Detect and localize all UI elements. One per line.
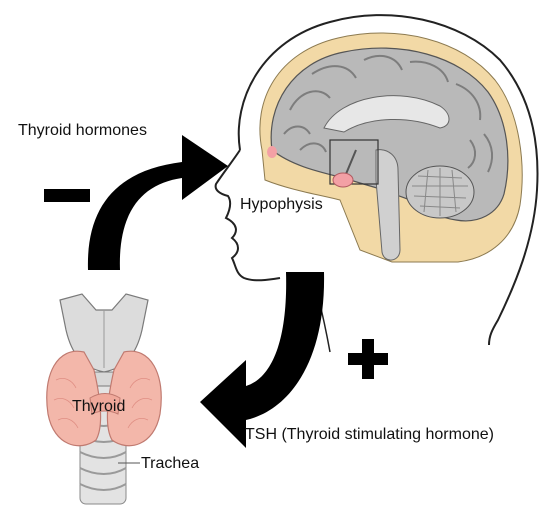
face-profile	[214, 149, 281, 282]
head-illustration	[214, 14, 539, 353]
stimulation-arrow	[200, 272, 325, 448]
thyroid-hormones-label: Thyroid hormones	[18, 122, 147, 139]
thyroid-texture	[53, 378, 153, 429]
brainstem	[375, 149, 401, 261]
tsh-label: TSH (Thyroid stimulating hormone)	[245, 426, 494, 443]
thyroid-illustration	[46, 293, 162, 505]
trachea-label: Trachea	[141, 455, 200, 472]
inhibition-arrow	[87, 135, 228, 270]
brain-gyri	[283, 54, 494, 173]
frontal-sinus-dot	[267, 146, 277, 158]
plus-sign	[348, 339, 388, 379]
thyroid-label: Thyroid	[72, 398, 126, 415]
head-outline	[237, 14, 539, 346]
hypophysis-gland	[332, 172, 354, 188]
thyroid-isthmus	[89, 393, 121, 415]
hypophysis-box	[329, 139, 379, 185]
hypophysis-label: Hypophysis	[240, 196, 323, 213]
pituitary-stalk	[345, 149, 357, 175]
corpus-callosum	[323, 95, 450, 133]
cerebellum	[405, 165, 475, 219]
minus-sign	[44, 189, 90, 202]
